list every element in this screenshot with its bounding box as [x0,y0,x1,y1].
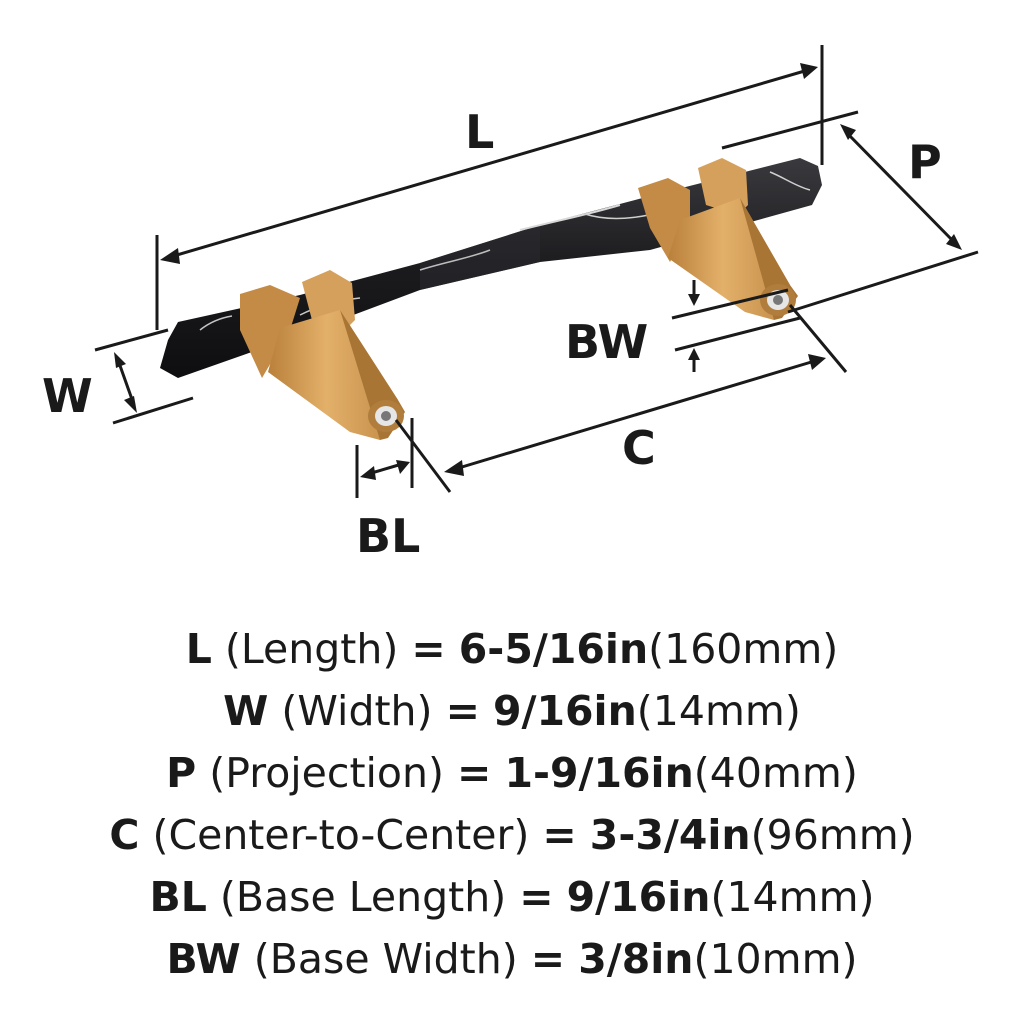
spec-imperial-value: 9/16in [566,873,711,921]
dimension-diagram: L W P BW C [42,45,979,563]
arrow-head [688,294,700,306]
spec-equals: = [542,811,577,859]
spec-row: P (Projection) = 1-9/16in(40mm) [0,742,1024,804]
spec-equals: = [519,873,554,921]
width-dimension: W [42,328,194,425]
spec-name: (Width) [281,687,433,735]
center-dimension: C [394,304,848,493]
spec-abbr: W [223,687,269,735]
spec-metric-value: (160mm) [648,625,839,673]
spec-row: L (Length) = 6-5/16in(160mm) [0,618,1024,680]
spec-equals: = [445,687,480,735]
center-label: C [622,421,656,475]
spec-metric-value: (14mm) [636,687,801,735]
spec-metric-value: (40mm) [693,749,858,797]
arrow-head [160,248,180,264]
arrow-head [360,466,376,480]
spec-imperial-value: 3/8in [578,935,694,983]
left-base-post [240,270,405,440]
spec-name: (Base Width) [253,935,518,983]
spec-abbr: P [166,749,197,797]
spec-row: BL (Base Length) = 9/16in(14mm) [0,866,1024,928]
arrow-head [124,396,137,413]
spec-equals: = [530,935,566,983]
base-width-label: BW [565,315,648,369]
projection-dimension: P [721,110,979,314]
projection-label: P [908,135,942,189]
spec-metric-value: (14mm) [710,873,875,921]
spec-abbr: BL [149,873,207,921]
spec-metric-value: (96mm) [750,811,915,859]
spec-name: (Length) [224,625,399,673]
spec-name: (Projection) [209,749,444,797]
spec-row: BW (Base Width) = 3/8in(10mm) [0,928,1024,990]
base-width-dimension: BW [565,280,801,372]
spec-imperial-value: 3-3/4in [589,811,751,859]
spec-imperial-value: 6-5/16in [458,625,649,673]
arrow-head [800,63,818,79]
spec-name: (Center-to-Center) [152,811,530,859]
spec-abbr: BW [166,935,241,983]
spec-imperial-value: 1-9/16in [504,749,694,797]
spec-list: L (Length) = 6-5/16in(160mm)W (Width) = … [0,618,1024,990]
spec-equals: = [411,625,446,673]
width-label: W [42,369,93,423]
arrow-head [114,352,126,368]
base-length-dimension: BL [355,418,420,563]
spec-imperial-value: 9/16in [492,687,637,735]
spec-abbr: C [109,811,140,859]
spec-row: W (Width) = 9/16in(14mm) [0,680,1024,742]
spec-metric-value: (10mm) [693,935,858,983]
base-length-label: BL [356,509,420,563]
spec-name: (Base Length) [219,873,507,921]
arrow-head [808,354,826,370]
spec-equals: = [457,749,492,797]
arrow-head [840,124,856,140]
arrow-head [396,460,410,474]
spec-row: C (Center-to-Center) = 3-3/4in(96mm) [0,804,1024,866]
right-base-post [638,158,798,320]
length-label: L [465,105,494,159]
arrow-head [444,460,464,476]
spec-abbr: L [185,625,212,673]
length-dimension: L [155,45,824,330]
arrow-head [688,348,700,360]
arrow-head [946,234,962,250]
